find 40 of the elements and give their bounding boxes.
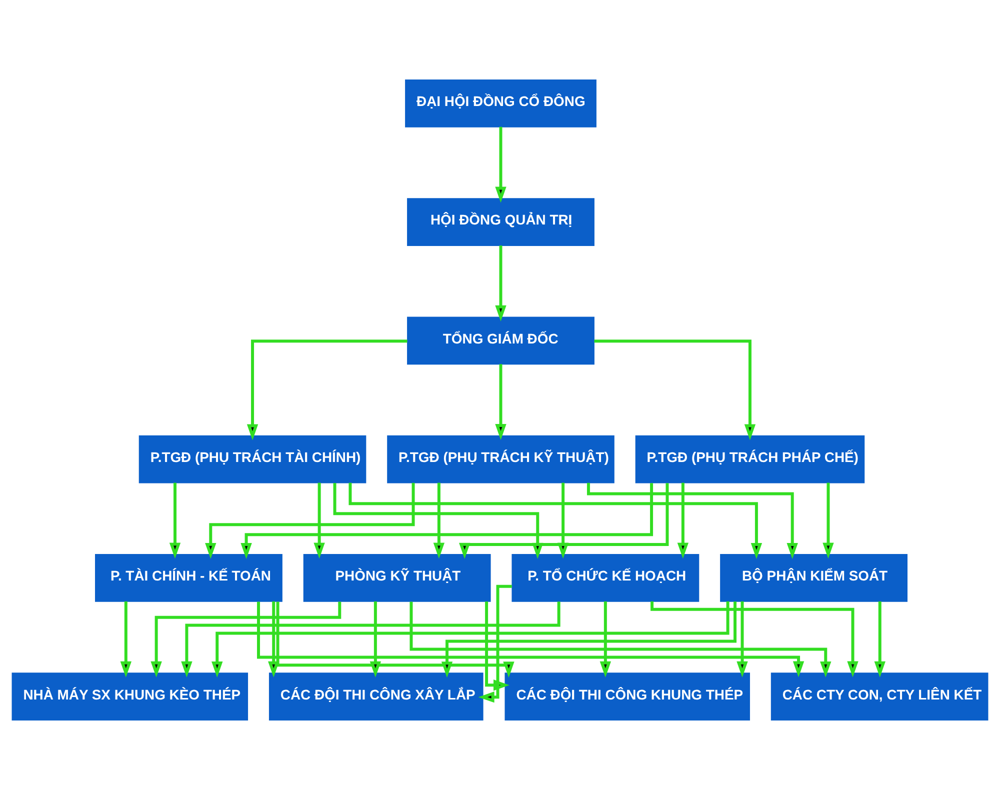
arrow (677, 482, 689, 559)
node-box: CÁC ĐỘI THI CÔNG KHUNG THÉP (504, 672, 750, 720)
node-box: P.TGĐ (PHỤ TRÁCH KỸ THUẬT) (387, 435, 614, 484)
arrow (246, 340, 408, 440)
arrow (495, 126, 506, 203)
node-box: P. TÀI CHÍNH - KẾ TOÁN (95, 554, 282, 602)
node-box: CÁC CTY CON, CTY LIÊN KẾT (770, 672, 988, 720)
arrow (276, 602, 514, 678)
arrow (181, 602, 560, 678)
arrow (874, 601, 886, 678)
arrow (650, 601, 858, 678)
arrow (268, 601, 280, 678)
arrow (495, 245, 506, 322)
arrow (212, 601, 730, 678)
arrow (586, 482, 798, 560)
arrow (478, 584, 512, 703)
node-box: PHÒNG KỸ THUẬT (303, 554, 491, 602)
arrow (370, 601, 382, 678)
node-box: P.TGĐ (PHỤ TRÁCH PHÁP CHẾ) (635, 435, 865, 484)
node-box: CÁC ĐỘI THI CÔNG XÂY LẮP (268, 672, 484, 720)
arrow (433, 482, 445, 559)
node-box: BỘ PHẬN KIỂM SOÁT (720, 554, 908, 602)
arrow (120, 601, 132, 678)
arrow (410, 602, 832, 678)
arrow (314, 482, 325, 559)
arrow (205, 482, 415, 559)
arrow (594, 340, 756, 440)
arrow (441, 602, 737, 678)
arrow (495, 364, 506, 440)
node-box: P.TGĐ (PHỤ TRÁCH TÀI CHÍNH) (138, 435, 366, 484)
arrow (736, 601, 748, 678)
node-box: TỔNG GIÁM ĐỐC (407, 316, 594, 365)
node-box: NHÀ MÁY SX KHUNG KÈO THÉP (12, 672, 248, 720)
arrow (257, 602, 804, 678)
node-box: HỘI ĐỒNG QUẢN TRỊ (407, 198, 594, 246)
arrow (822, 482, 834, 559)
arrow (600, 601, 612, 678)
node-box: ĐẠI HỘI ĐỒNG CỔ ĐÔNG (405, 80, 596, 128)
node-box: P. TỔ CHỨC KẾ HOẠCH (512, 554, 700, 602)
arrow (169, 482, 181, 559)
